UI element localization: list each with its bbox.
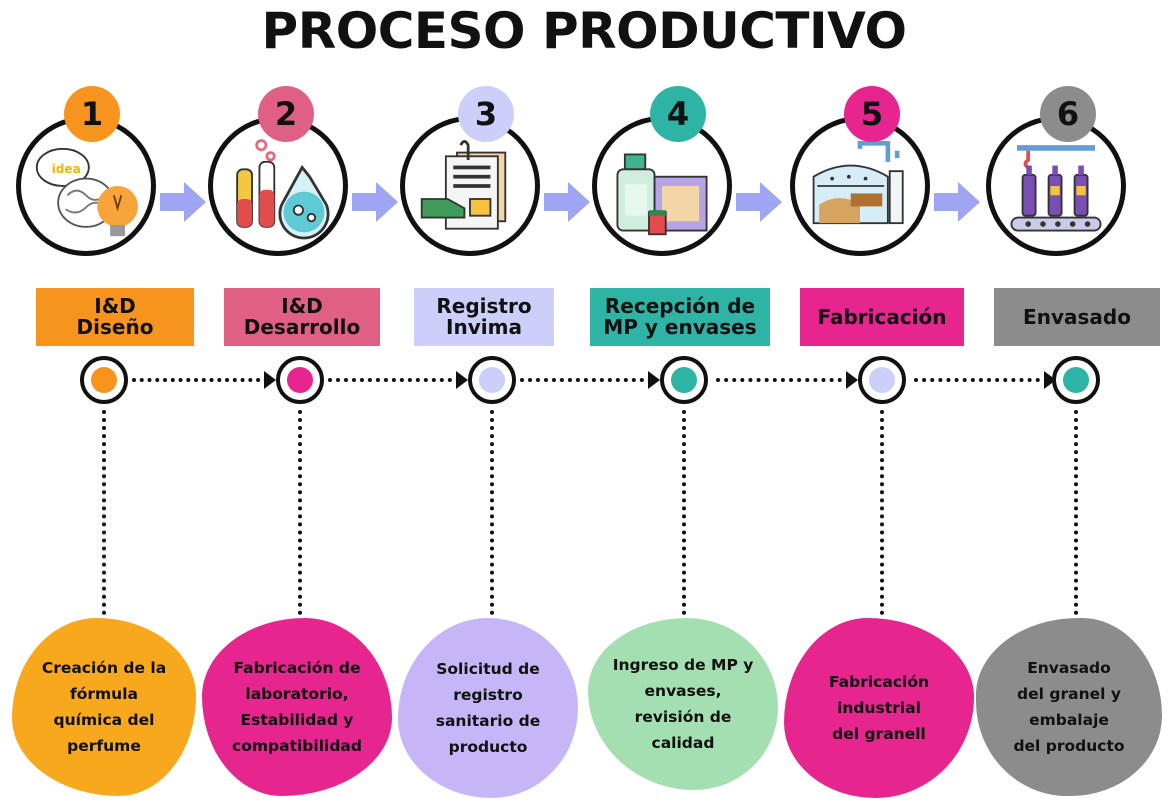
bottling-conveyor-icon <box>1010 145 1102 232</box>
timeline-node <box>276 356 324 404</box>
step-number-badge: 4 <box>650 86 706 142</box>
flow-arrow-icon <box>934 182 980 222</box>
timeline-connector <box>520 378 652 382</box>
timeline-connector <box>132 378 268 382</box>
idea-brain-bulb-icon: idea <box>35 147 138 237</box>
flow-arrow-icon <box>544 182 590 222</box>
step-icon-circle: idea <box>16 116 156 256</box>
flow-arrow-icon <box>352 182 398 222</box>
timeline-arrowhead <box>264 371 276 389</box>
timeline-connector <box>716 378 850 382</box>
step-number-badge: 5 <box>844 86 900 142</box>
timeline-node <box>80 356 128 404</box>
document-handover-icon <box>420 140 507 230</box>
lab-flasks-icon <box>236 139 330 240</box>
industrial-tank-icon <box>812 140 904 225</box>
timeline-drop-line <box>880 410 884 615</box>
timeline-node <box>468 356 516 404</box>
step-number-badge: 2 <box>258 86 314 142</box>
timeline-arrowhead <box>846 371 858 389</box>
timeline-arrowhead <box>648 371 660 389</box>
timeline-connector <box>328 378 460 382</box>
timeline-node <box>660 356 708 404</box>
timeline-drop-line <box>102 410 106 615</box>
timeline-drop-line <box>682 410 686 615</box>
timeline-node <box>1052 356 1100 404</box>
timeline-arrowhead <box>456 371 468 389</box>
step-icon-circle <box>400 116 540 256</box>
step-number-badge: 3 <box>458 86 514 142</box>
flow-arrow-icon <box>736 182 782 222</box>
timeline-connector <box>914 378 1048 382</box>
timeline-drop-line <box>298 410 302 615</box>
timeline-drop-line <box>490 410 494 615</box>
svg-text:idea: idea <box>52 162 81 176</box>
timeline-node <box>858 356 906 404</box>
step-icon-circle <box>790 116 930 256</box>
raw-materials-containers-icon <box>616 153 708 236</box>
step-number-badge: 6 <box>1040 86 1096 142</box>
step-icon-circle <box>592 116 732 256</box>
timeline-drop-line <box>1074 410 1078 615</box>
page-title: PROCESO PRODUCTIVO <box>261 2 907 60</box>
step-label: Fabricación <box>800 288 964 346</box>
step-label: Envasado <box>994 288 1160 346</box>
flow-arrow-icon <box>160 182 206 222</box>
step-number-badge: 1 <box>64 86 120 142</box>
